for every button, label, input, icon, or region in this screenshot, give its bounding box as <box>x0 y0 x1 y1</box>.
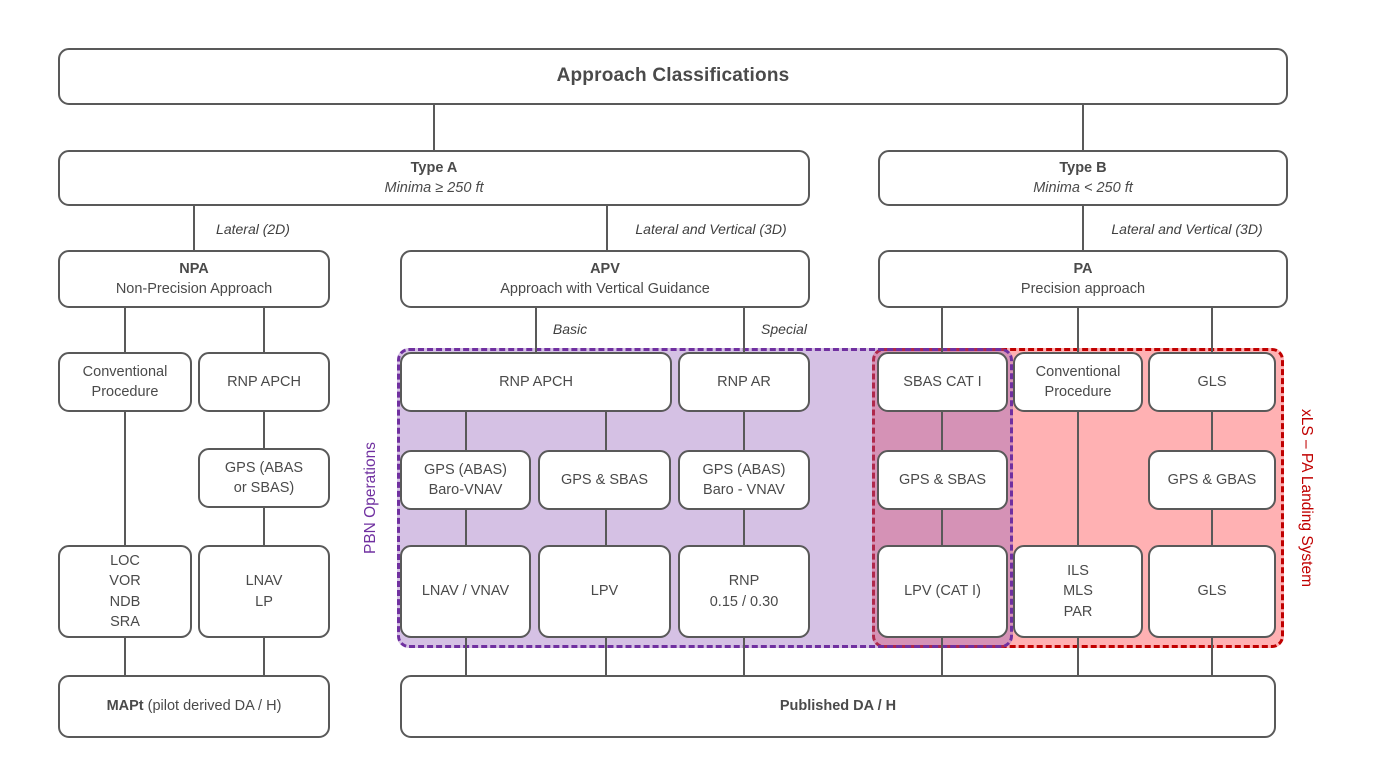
mapt-bold: MAPt <box>106 698 144 715</box>
connector-line <box>1082 205 1084 250</box>
diagram-title-box: Approach Classifications <box>58 48 1288 105</box>
connector-line <box>743 510 745 545</box>
rnp-apch-npa-box: RNP APCH <box>198 352 330 412</box>
connector-line <box>124 412 126 545</box>
gls-bottom-box: GLS <box>1148 545 1276 638</box>
connector-line <box>605 638 607 675</box>
connector-line <box>1077 412 1079 545</box>
connector-line <box>1211 412 1213 450</box>
connector-line <box>465 638 467 675</box>
connector-line <box>1077 638 1079 675</box>
conventional-procedure-pa-box: Conventional Procedure <box>1013 352 1143 412</box>
apv-abbr: APV <box>590 260 620 277</box>
type-b-minima: Minima < 250 ft <box>1033 180 1133 196</box>
npa-full: Non-Precision Approach <box>115 281 273 297</box>
gps-and-sbas-apv-box: GPS & SBAS <box>538 450 671 510</box>
rnp-ar-box: RNP AR <box>678 352 810 412</box>
lnav-lp-box: LNAV LP <box>198 545 330 638</box>
connector-line <box>263 308 265 352</box>
connector-line <box>605 412 607 450</box>
branch-label-lateral-vertical-3d-pa: Lateral and Vertical (3D) <box>1111 221 1263 237</box>
connector-line <box>743 638 745 675</box>
connector-line <box>124 308 126 352</box>
connector-line <box>1082 105 1084 150</box>
apv-full: Approach with Vertical Guidance <box>500 281 710 297</box>
connector-line <box>263 638 265 675</box>
pbn-operations-label: PBN Operations <box>362 442 379 554</box>
gps-abas-baro-vnav-ar-box: GPS (ABAS) Baro - VNAV <box>678 450 810 510</box>
sbas-cat-i-box: SBAS CAT I <box>877 352 1008 412</box>
connector-line <box>263 508 265 545</box>
lpv-box: LPV <box>538 545 671 638</box>
lnav-vnav-box: LNAV / VNAV <box>400 545 531 638</box>
mapt-box: MAPt (pilot derived DA / H) <box>58 675 330 738</box>
apv-box: APV Approach with Vertical Guidance <box>400 250 810 308</box>
connector-line <box>535 308 537 352</box>
ils-mls-par-box: ILS MLS PAR <box>1013 545 1143 638</box>
connector-line <box>465 510 467 545</box>
published-da-h-label: Published DA / H <box>779 698 897 715</box>
connector-line <box>743 308 745 352</box>
npa-box: NPA Non-Precision Approach <box>58 250 330 308</box>
connector-line <box>433 105 435 150</box>
loc-vor-ndb-sra-box: LOC VOR NDB SRA <box>58 545 192 638</box>
pa-full: Precision approach <box>1020 281 1146 297</box>
connector-line <box>124 638 126 675</box>
connector-line <box>606 205 608 250</box>
connector-line <box>1077 308 1079 352</box>
connector-line <box>263 412 265 448</box>
pa-box: PA Precision approach <box>878 250 1288 308</box>
xls-pa-landing-system-label: xLS – PA Landing System <box>1298 408 1315 588</box>
connector-line <box>193 205 195 250</box>
connector-line <box>941 510 943 545</box>
type-b-name: Type B <box>1059 159 1107 176</box>
mapt-rest: (pilot derived DA / H) <box>147 698 282 715</box>
gps-and-sbas-pa-box: GPS & SBAS <box>877 450 1008 510</box>
connector-line <box>465 412 467 450</box>
type-a-box: Type A Minima ≥ 250 ft <box>58 150 810 206</box>
connector-line <box>743 412 745 450</box>
conventional-procedure-npa-box: Conventional Procedure <box>58 352 192 412</box>
connector-line <box>941 412 943 450</box>
connector-line <box>941 638 943 675</box>
pa-abbr: PA <box>1073 260 1093 277</box>
connector-line <box>605 510 607 545</box>
gps-abas-baro-vnav-box: GPS (ABAS) Baro-VNAV <box>400 450 531 510</box>
connector-line <box>941 308 943 352</box>
rnp-015-030-box: RNP 0.15 / 0.30 <box>678 545 810 638</box>
lpv-cat-i-box: LPV (CAT I) <box>877 545 1008 638</box>
gps-and-gbas-box: GPS & GBAS <box>1148 450 1276 510</box>
type-a-minima: Minima ≥ 250 ft <box>384 180 484 196</box>
published-da-h-box: Published DA / H <box>400 675 1276 738</box>
npa-abbr: NPA <box>179 260 209 277</box>
branch-label-lateral-2d: Lateral (2D) <box>216 221 290 237</box>
gls-top-box: GLS <box>1148 352 1276 412</box>
connector-line <box>1211 308 1213 352</box>
branch-label-basic: Basic <box>552 321 588 337</box>
type-a-name: Type A <box>410 159 458 176</box>
branch-label-lateral-vertical-3d-apv: Lateral and Vertical (3D) <box>635 221 787 237</box>
type-b-box: Type B Minima < 250 ft <box>878 150 1288 206</box>
rnp-apch-apv-box: RNP APCH <box>400 352 672 412</box>
gps-abas-or-sbas-box: GPS (ABAS or SBAS) <box>198 448 330 508</box>
connector-line <box>1211 638 1213 675</box>
connector-line <box>1211 510 1213 545</box>
branch-label-special: Special <box>761 321 807 337</box>
diagram-title: Approach Classifications <box>556 65 790 87</box>
